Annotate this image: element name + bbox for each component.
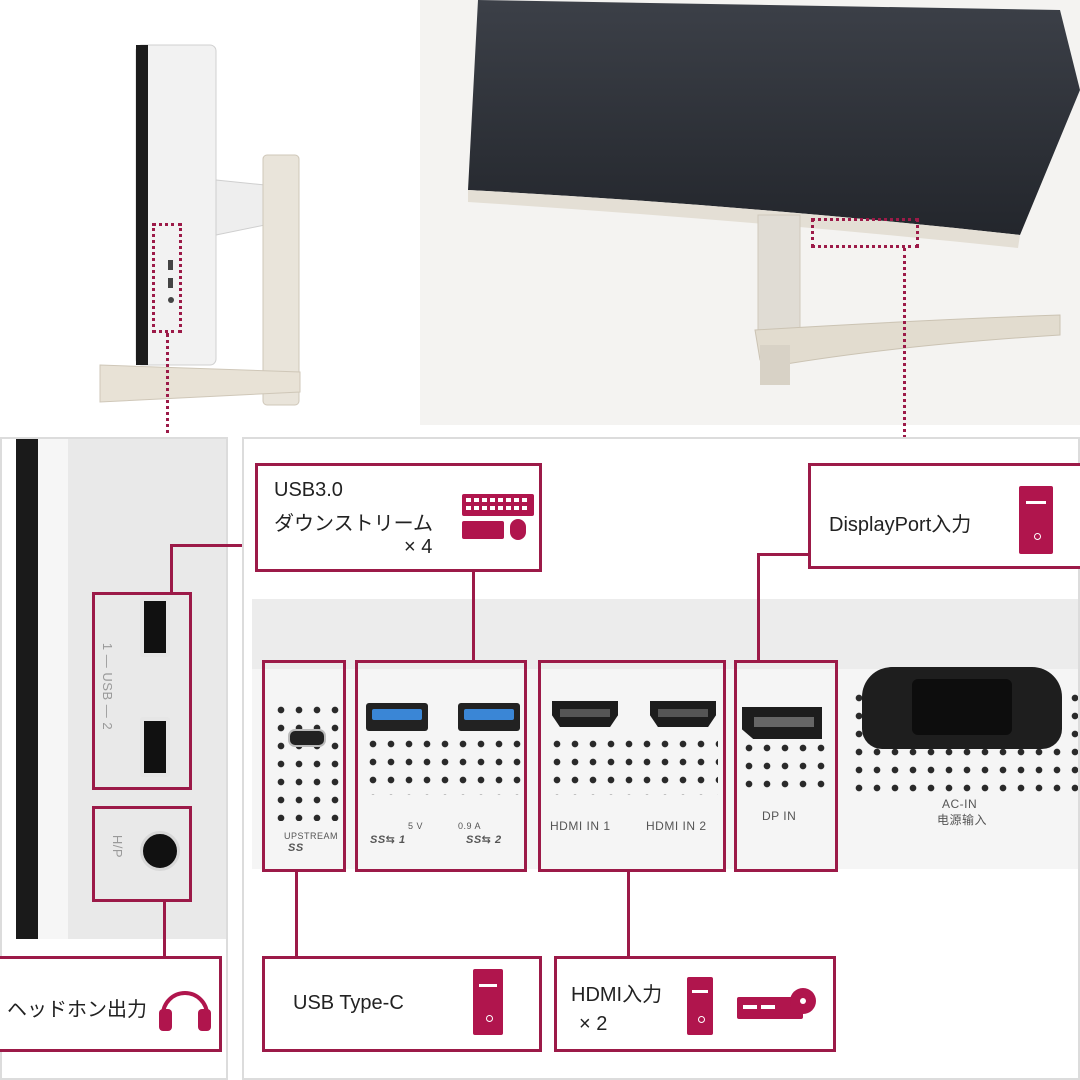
displayport-label: DisplayPort入力 (829, 514, 972, 536)
side-usb-port-1 (140, 597, 170, 657)
headphone-label: ヘッドホン出力 (7, 999, 147, 1021)
callout-headphone: ヘッドホン出力 (0, 956, 222, 1052)
side-usb-port-2 (140, 717, 170, 777)
usb30-subtitle: ダウンストリーム (274, 513, 433, 535)
side-usb-highlight (92, 592, 192, 790)
ac-in-cn-label: 电源输入 (937, 813, 988, 827)
usb-a-ports-highlight (355, 660, 527, 872)
bezel-inner (38, 439, 68, 939)
hdmi-in-1-label: HDMI IN 1 (550, 819, 611, 833)
dp-port-highlight (734, 660, 838, 872)
rear-ports-highlight (811, 218, 919, 248)
usbc-leader (295, 872, 298, 958)
rear-housing-top (252, 599, 1078, 669)
side-ports-highlight (152, 223, 182, 333)
upstream-label: UPSTREAM (284, 831, 339, 841)
media-player-icon (737, 988, 816, 1019)
hdmi-port-1 (552, 701, 618, 727)
usb30-leader-v (170, 544, 173, 594)
pc-tower-icon-usbc (473, 969, 503, 1035)
usb30-title: USB3.0 (274, 479, 343, 501)
pc-tower-icon-hdmi (687, 977, 713, 1035)
bezel-strip (16, 439, 38, 939)
hdmi-leader (627, 872, 630, 958)
usb-5v-label: 5 V (408, 821, 424, 831)
usb-a-port-1 (366, 703, 428, 731)
ac-in-label: AC-IN (942, 797, 978, 811)
headphones-icon (159, 991, 211, 1031)
callout-hdmi: HDMI入力 × 2 (554, 956, 836, 1052)
hp-leader (163, 902, 166, 956)
dp-leader-h (757, 553, 811, 556)
callout-usb-type-c: USB Type-C (262, 956, 542, 1052)
rear-ports-leader (903, 248, 906, 438)
perforation-usb (364, 735, 529, 795)
hdmi-port-2 (650, 701, 716, 727)
ac-power-inlet (862, 667, 1062, 749)
usb-c-port (288, 729, 326, 747)
monitor-rear-illustration (468, 0, 1080, 385)
headphone-jack (140, 831, 180, 871)
pc-tower-icon (1019, 486, 1053, 554)
hdmi-count: × 2 (579, 1013, 608, 1035)
displayport-port (742, 707, 822, 739)
hdmi-ports-highlight (538, 660, 726, 872)
dp-leader-v (757, 553, 760, 660)
hdmi-in-2-label: HDMI IN 2 (646, 819, 707, 833)
callout-displayport: DisplayPort入力 (808, 463, 1080, 569)
perforation-hdmi (548, 735, 718, 795)
keyboard-mouse-icon (462, 494, 534, 540)
ss-upstream-label: SS (288, 842, 304, 854)
callout-usb30-downstream: USB3.0 ダウンストリーム × 4 (255, 463, 542, 572)
dp-in-label: DP IN (762, 809, 797, 823)
usb-type-c-label: USB Type-C (293, 992, 404, 1014)
side-hp-highlight (92, 806, 192, 902)
side-ports-leader (166, 333, 169, 441)
usb-c-port-highlight (262, 660, 346, 872)
usb30-leader-down (472, 571, 475, 660)
hdmi-title: HDMI入力 (571, 984, 663, 1006)
perforation-upstream (272, 701, 340, 821)
usb-09a-label: 0.9 A (458, 821, 482, 831)
monitor-side-view (60, 20, 360, 420)
monitor-rear-view (420, 0, 1080, 425)
usb-a-port-2 (458, 703, 520, 731)
usb30-leader-h (170, 544, 258, 547)
usb30-count: × 4 (404, 536, 433, 558)
monitor-side-illustration (99, 44, 301, 406)
ss-usb1-label: SS⇆ 1 (370, 834, 406, 846)
ss-usb2-label: SS⇆ 2 (466, 834, 502, 846)
ac-inlet-socket (912, 679, 1012, 735)
perforation-dp (740, 739, 836, 795)
